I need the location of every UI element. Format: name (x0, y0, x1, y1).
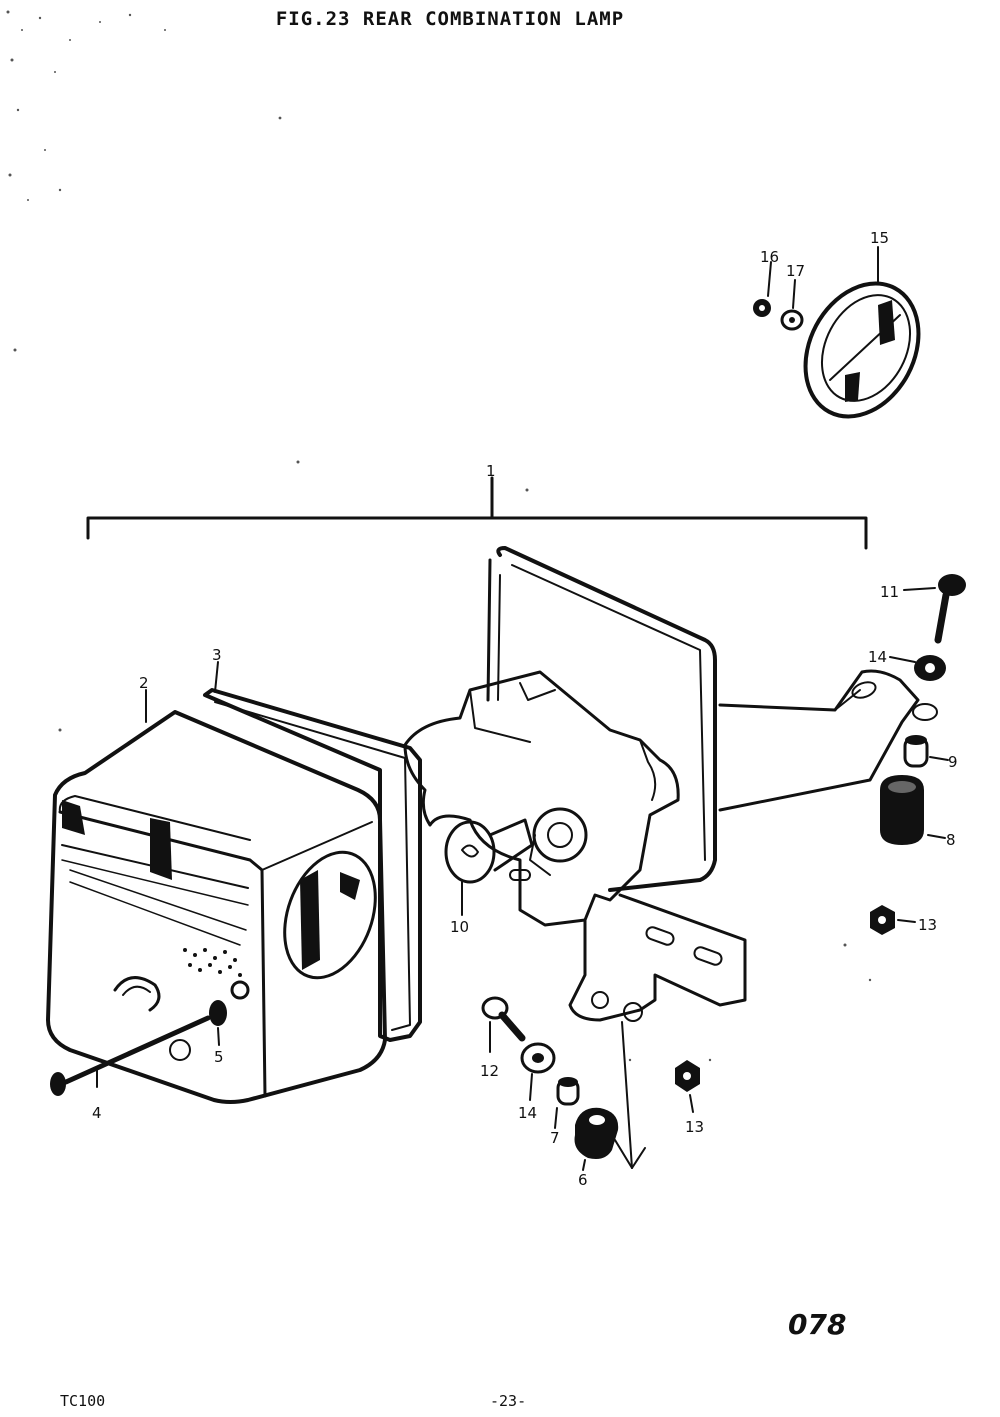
callout-7: 7 (550, 1129, 560, 1147)
reflector-15 (803, 281, 921, 419)
callout-16: 16 (760, 248, 779, 266)
leader-lines-top (767, 246, 879, 309)
callout-5: 5 (214, 1048, 224, 1066)
nut-13-lower (675, 1060, 700, 1113)
scan-speckle (6, 10, 872, 1062)
nut-16 (753, 299, 771, 317)
callout-13-right: 13 (918, 916, 937, 934)
callout-13-lower: 13 (685, 1118, 704, 1136)
assembly-bracket-1 (86, 476, 868, 550)
bolt-12 (481, 996, 526, 1053)
callout-17: 17 (786, 262, 805, 280)
grommet-5 (209, 1000, 227, 1046)
callout-9: 9 (948, 753, 958, 771)
model-name: TC100 (60, 1392, 106, 1410)
callout-14-lower: 14 (518, 1104, 537, 1122)
callout-6: 6 (578, 1171, 588, 1189)
callout-10: 10 (450, 918, 469, 936)
page-number: -23- (490, 1392, 527, 1410)
callout-11: 11 (880, 583, 899, 601)
callout-3: 3 (212, 646, 222, 664)
lamp-lens-2 (46, 710, 387, 1104)
washer-14-lower (520, 1042, 556, 1101)
spacer-9 (903, 735, 949, 768)
washer-17 (780, 309, 804, 331)
callout-labels: 1 2 3 4 5 6 7 8 9 10 11 12 13 13 14 14 1… (92, 229, 958, 1189)
bolt-11 (903, 574, 966, 644)
leader-lines (145, 661, 219, 723)
callout-12: 12 (480, 1062, 499, 1080)
callout-15: 15 (870, 229, 889, 247)
diagram-code: 078 (788, 1308, 847, 1341)
callout-1: 1 (486, 462, 496, 480)
cushion-6 (574, 1021, 646, 1171)
callout-8: 8 (946, 831, 956, 849)
callout-14-right: 14 (868, 648, 887, 666)
lamp-housing-base (403, 546, 938, 1022)
cushion-8 (880, 775, 946, 845)
figure-title: FIG.23 REAR COMBINATION LAMP (275, 8, 625, 30)
washer-14-right (889, 655, 946, 681)
nut-13-right (870, 905, 916, 935)
spacer-7 (554, 1077, 580, 1129)
bulb-10 (444, 818, 534, 916)
callout-4: 4 (92, 1104, 102, 1122)
callout-2: 2 (139, 674, 149, 692)
screw-4 (50, 1015, 211, 1096)
